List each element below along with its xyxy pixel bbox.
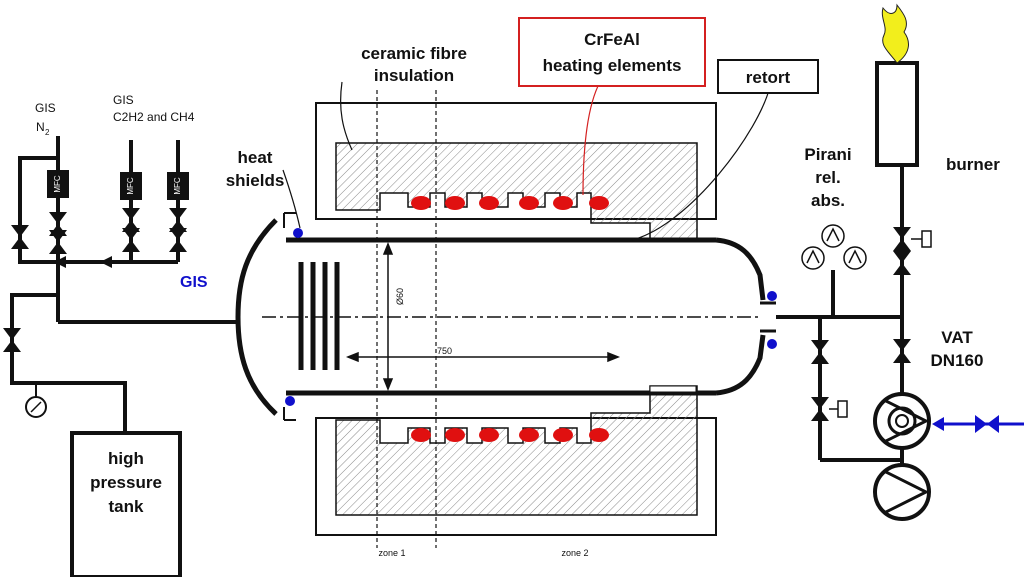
gis-n2-label-line1: GIS	[35, 101, 56, 115]
pirani-gauge-icon	[801, 224, 867, 270]
heating-callout-leader	[582, 81, 601, 196]
pirani-label-line3: abs.	[811, 191, 845, 210]
gis-c2h2-label-line1: GIS	[113, 93, 134, 107]
heating-label-line1: CrFeAl	[584, 30, 640, 49]
valve-icon	[169, 208, 187, 232]
valve-icon	[3, 328, 21, 352]
valve-icon	[11, 225, 29, 249]
pump-icon	[873, 392, 931, 521]
length-label: 750	[437, 346, 452, 356]
flame-icon	[881, 3, 909, 64]
valve-icon	[122, 228, 140, 252]
valve-icon	[122, 208, 140, 232]
zone-boundaries	[376, 90, 437, 548]
ceramic-label-line1: ceramic fibre	[361, 44, 467, 63]
valve-icon	[811, 397, 829, 421]
check-valve-icon	[54, 256, 66, 268]
gis-label: GIS	[180, 274, 208, 291]
mfc-label-n2: MFC	[53, 175, 62, 193]
retort-label: retort	[746, 68, 791, 87]
retort-label-box	[717, 59, 819, 94]
valve-actuators	[829, 230, 932, 418]
length-dimension	[345, 351, 621, 363]
tank-label-line3: tank	[109, 497, 145, 516]
mfc-label-c2h2: MFC	[126, 177, 135, 195]
gis-n2-label-line2: N	[36, 120, 45, 134]
check-valve-icon	[100, 256, 112, 268]
blue-inlet	[932, 415, 1024, 433]
pressure-gauge-icon	[25, 383, 47, 418]
label-group: ceramic fibre insulation CrFeAl heating …	[35, 17, 1000, 558]
heating-label-box	[518, 17, 706, 87]
ceramic-fibre-insulation	[335, 142, 698, 516]
valves-right	[811, 227, 911, 421]
tank-label-line2: pressure	[90, 473, 162, 492]
seal-dots	[285, 228, 777, 406]
callout-leaders	[282, 81, 771, 241]
mfc-units: MFC MFC MFC	[47, 170, 189, 200]
retort-tube	[286, 237, 776, 396]
valve-icon	[811, 340, 829, 364]
diameter-label: Ø60	[395, 288, 405, 305]
pirani-label-line1: Pirani	[804, 145, 851, 164]
heating-elements-bottom	[411, 428, 609, 442]
heat-shields	[298, 262, 340, 370]
vat-label-line1: VAT	[941, 328, 973, 347]
furnace-outer-casing	[315, 102, 717, 536]
valve-icon	[49, 230, 67, 254]
diameter-dimension	[382, 241, 394, 392]
mfc-label-ch4: MFC	[173, 177, 182, 195]
valves-left	[3, 208, 187, 352]
vat-label-line2: DN160	[931, 351, 984, 370]
burner-label: burner	[946, 155, 1000, 174]
ceramic-label-line2: insulation	[374, 66, 454, 85]
pirani-label-line2: rel.	[815, 168, 841, 187]
tank-label-line1: high	[108, 449, 144, 468]
zone2-label: zone 2	[561, 548, 588, 558]
heating-elements-top	[411, 196, 609, 210]
gis-c2h2-label-line2: C2H2 and CH4	[113, 110, 195, 124]
valve-icon	[893, 251, 911, 275]
high-pressure-tank: high pressure tank	[70, 431, 182, 577]
valve-icon	[893, 227, 911, 251]
door-flange	[235, 212, 296, 421]
valve-icon	[169, 228, 187, 252]
valve-icon	[893, 339, 911, 363]
heat-shields-label-line2: shields	[226, 171, 285, 190]
burner	[875, 3, 919, 167]
heating-label-line2: heating elements	[543, 56, 682, 75]
gis-n2-label-sub: 2	[45, 128, 50, 137]
heat-shields-label-line1: heat	[238, 148, 273, 167]
zone1-label: zone 1	[378, 548, 405, 558]
